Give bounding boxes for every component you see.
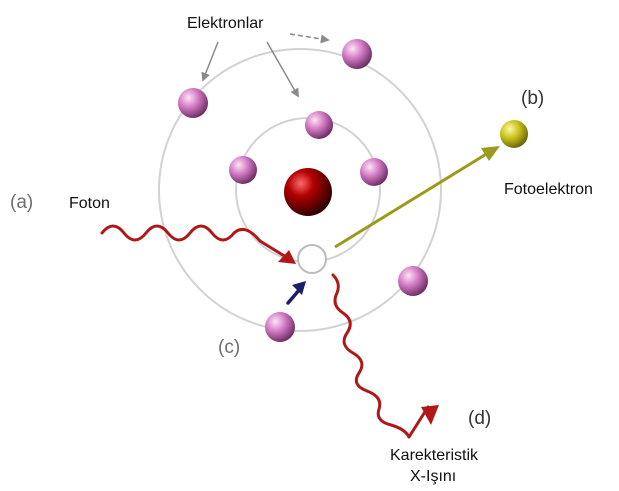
- photon-arrowhead: [278, 250, 296, 264]
- vacancy-tag: (c): [218, 337, 240, 358]
- electron-outer-right: [398, 266, 428, 296]
- xray-wave: [331, 273, 430, 439]
- photoelectron-ball: [500, 120, 528, 148]
- pointer-arrow-right: [289, 33, 330, 44]
- photoelectron-arrowhead: [481, 146, 500, 161]
- electron-inner-right: [360, 158, 388, 186]
- xray-label-line2: X-Işını: [410, 468, 456, 485]
- vacancy-arrow-shaft: [286, 287, 302, 305]
- xray-arrowhead: [421, 405, 439, 425]
- photon-label: Foton: [69, 195, 110, 212]
- pointer-arrow-middle: [266, 41, 299, 98]
- photoelectron-tag: (b): [521, 88, 544, 109]
- nucleus: [284, 168, 332, 216]
- electron-inner-top: [305, 111, 333, 139]
- electron-inner-left: [229, 156, 257, 184]
- electron-outer-bottom: [265, 312, 295, 342]
- photoelectron-arrow-shaft: [334, 151, 489, 249]
- photon-wave: [100, 224, 288, 259]
- vacancy-arrowhead: [292, 281, 306, 295]
- electron-vacancy: [297, 244, 327, 274]
- xray-label-line1: Karekteristik: [390, 447, 479, 464]
- electrons-label: Elektronlar: [187, 15, 264, 32]
- pointer-arrow-left: [201, 41, 219, 82]
- electron-outer-top-right: [342, 39, 372, 69]
- outer-orbit: [158, 48, 442, 332]
- photoelectron-label: Fotoelektron: [504, 181, 593, 198]
- xray-tag: (d): [468, 408, 491, 429]
- photon-tag: (a): [10, 192, 33, 213]
- electron-outer-left: [178, 88, 208, 118]
